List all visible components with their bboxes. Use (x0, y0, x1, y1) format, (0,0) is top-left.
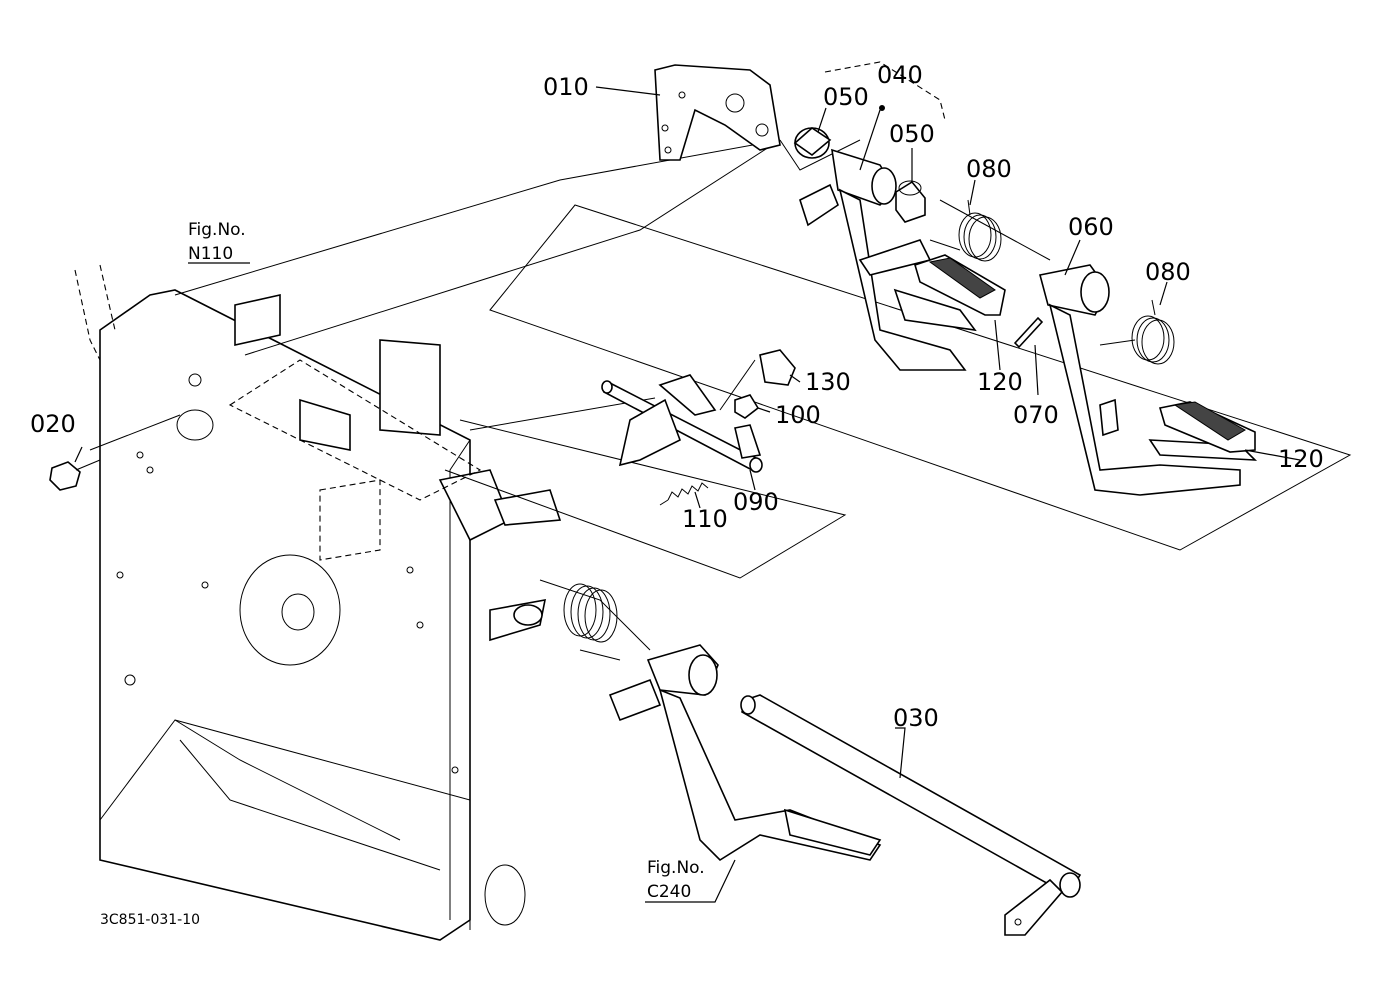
fig-ref-label: Fig.No. (647, 858, 705, 878)
callout-090: 090 (733, 488, 779, 516)
callout-020: 020 (30, 410, 76, 438)
callout-080-lower: 080 (1145, 258, 1191, 286)
callout-050-upper: 050 (823, 83, 869, 111)
part-010-bracket (654, 64, 781, 161)
part-shaft-assembly (601, 349, 796, 506)
callout-110: 110 (682, 505, 728, 533)
callout-070: 070 (1013, 401, 1059, 429)
callout-120-lower: 120 (1278, 445, 1324, 473)
callout-030: 030 (893, 704, 939, 732)
callout-040: 040 (877, 61, 923, 89)
fig-ref-label: Fig.No. (188, 220, 246, 240)
callout-010: 010 (543, 73, 589, 101)
part-030-shaft (740, 694, 1082, 936)
figure-reference-c240: Fig.No. C240 (647, 858, 705, 902)
part-lower-spring (513, 583, 621, 661)
part-080-spring-lower (1099, 299, 1175, 365)
leader-lines (74, 86, 1301, 903)
callout-060: 060 (1068, 213, 1114, 241)
callout-100: 100 (775, 401, 821, 429)
fig-ref-number: C240 (647, 882, 691, 902)
drawing-code: 3C851-031-10 (100, 912, 200, 928)
callout-080-upper: 080 (966, 155, 1012, 183)
part-lower-pedal (608, 644, 882, 862)
part-020-bolt (49, 459, 101, 491)
callout-labels: 010 020 030 040 050 050 060 070 080 080 … (30, 61, 1324, 732)
part-080-spring-upper (929, 199, 1002, 262)
part-070-pin (1013, 316, 1044, 349)
frame-housing (74, 264, 562, 941)
figure-reference-n110: Fig.No. N110 (188, 220, 246, 264)
callout-120-upper: 120 (977, 368, 1023, 396)
callout-130: 130 (805, 368, 851, 396)
fig-ref-number: N110 (188, 244, 233, 264)
part-060-pedal (1039, 264, 1258, 496)
part-040-pedal-assembly (793, 126, 1006, 371)
assembly-guide-lines (89, 61, 1352, 651)
callout-050-lower: 050 (889, 120, 935, 148)
